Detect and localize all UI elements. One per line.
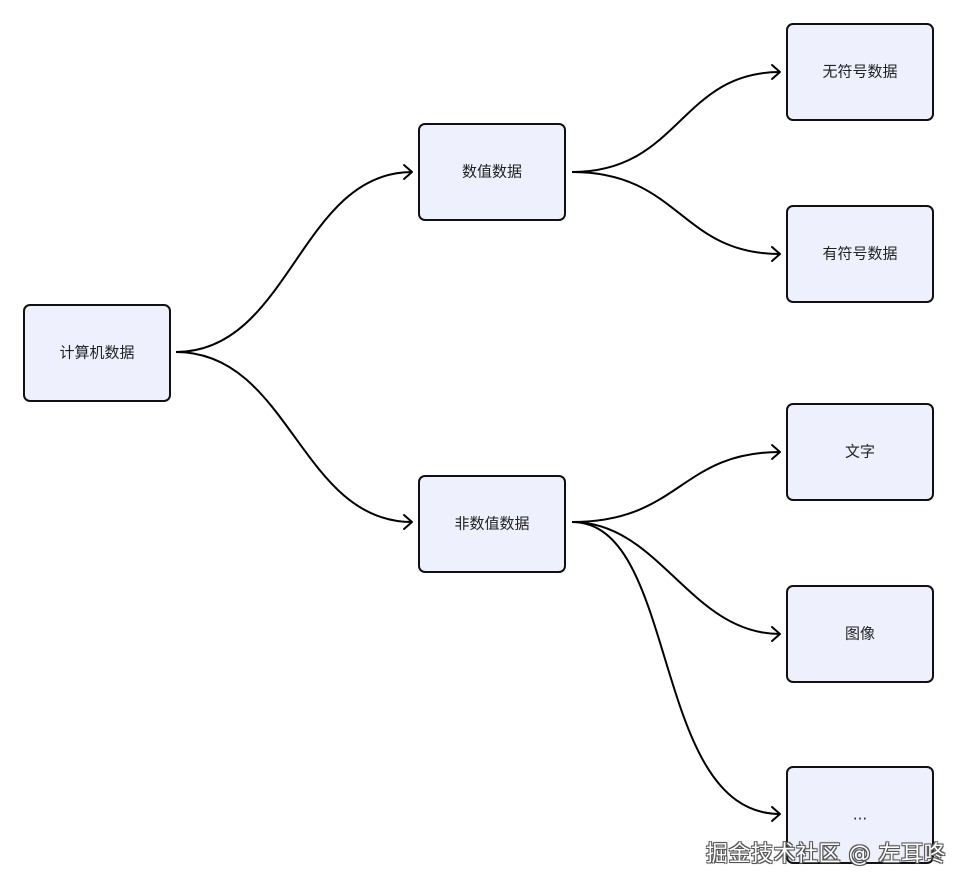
node-text: 文字: [786, 403, 934, 501]
node-root: 计算机数据: [23, 304, 171, 402]
arrowhead-icon: [771, 444, 781, 460]
edge-non-numeric-to-text: [571, 451, 781, 523]
watermark: 掘金技术社区 @ 左耳咚: [706, 842, 946, 867]
node-more: ...: [786, 766, 934, 864]
node-label: 无符号数据: [822, 63, 897, 81]
node-image: 图像: [786, 585, 934, 683]
arrowhead-icon: [771, 806, 781, 822]
arrowhead-icon: [771, 246, 781, 262]
edge-non-numeric-to-more: [571, 521, 781, 815]
edge-root-to-non-numeric: [175, 351, 413, 523]
arrowhead-icon: [771, 626, 781, 642]
arrowhead-icon: [771, 64, 781, 80]
edge-numeric-to-unsigned: [571, 71, 781, 173]
node-unsigned: 无符号数据: [786, 23, 934, 121]
node-label: 有符号数据: [822, 245, 897, 263]
edges: [175, 64, 781, 822]
node-label: 图像: [845, 625, 875, 643]
arrowhead-icon: [403, 164, 413, 180]
node-numeric: 数值数据: [418, 123, 566, 221]
node-label: 文字: [845, 443, 875, 461]
node-signed: 有符号数据: [786, 205, 934, 303]
arrowhead-icon: [403, 514, 413, 530]
edge-numeric-to-signed: [571, 171, 781, 255]
node-label: ...: [853, 806, 867, 824]
node-label: 数值数据: [462, 163, 522, 181]
edge-root-to-numeric: [175, 171, 413, 353]
node-label: 非数值数据: [454, 515, 529, 533]
node-non-numeric: 非数值数据: [418, 475, 566, 573]
node-label: 计算机数据: [59, 344, 134, 362]
edge-non-numeric-to-image: [571, 521, 781, 635]
